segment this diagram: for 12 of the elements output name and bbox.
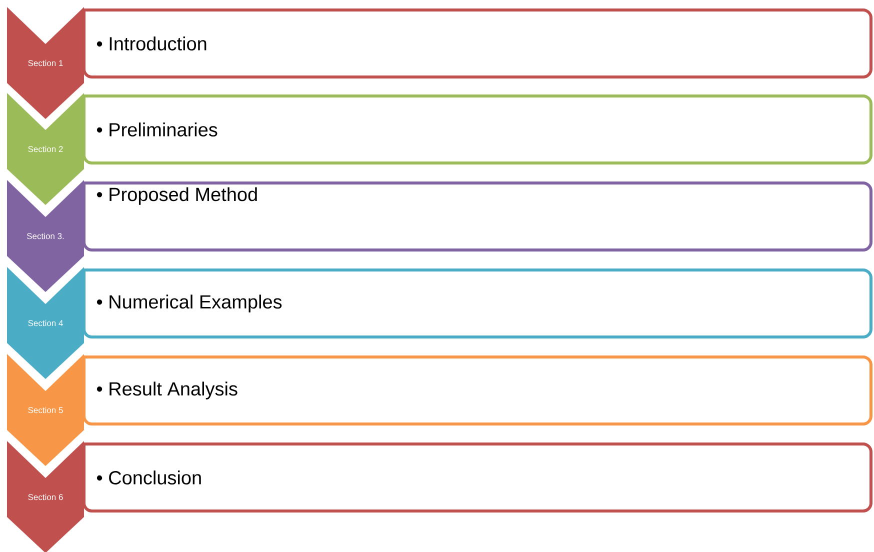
node-label: Section 5: [28, 406, 63, 414]
node-label: Section 4: [28, 320, 63, 326]
section-box: • Result Analysis: [82, 356, 873, 426]
section-box: • Preliminaries: [82, 94, 873, 164]
node-label: Section 1: [28, 60, 63, 66]
node-label: Section 3.: [26, 232, 64, 240]
section-box: • Conclusion: [82, 442, 873, 512]
section-box: • Introduction: [82, 8, 873, 78]
section-box: • Proposed Method: [82, 182, 873, 252]
node-label: Section 2: [28, 146, 63, 152]
section-box: • Numerical Examples: [82, 268, 873, 338]
node-label: Section 6: [28, 494, 63, 500]
